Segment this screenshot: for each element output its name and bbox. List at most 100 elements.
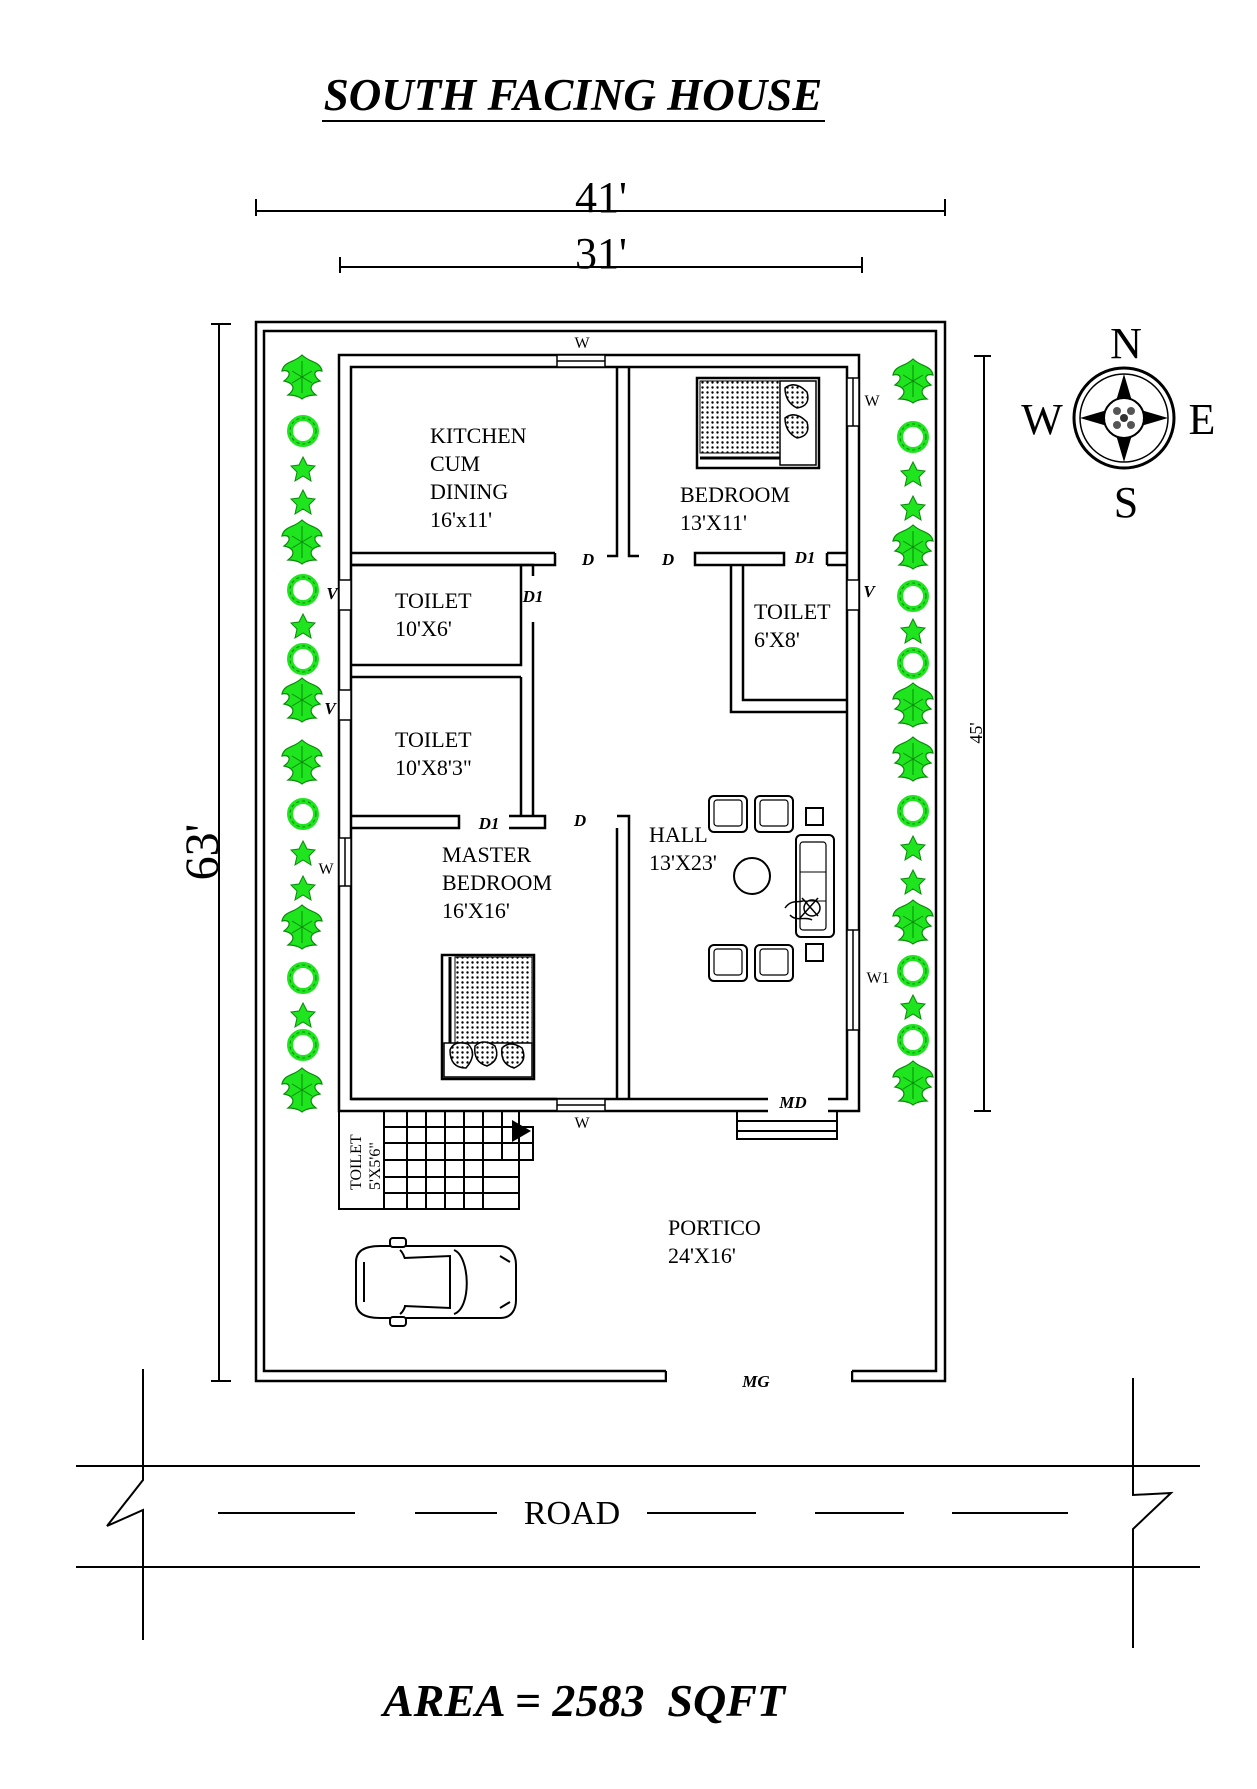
plant-icon: [281, 739, 323, 785]
toilet1-size: 10'X6': [395, 616, 452, 641]
toilet3-label: TOILET: [754, 599, 831, 624]
plant-icon: [892, 524, 934, 570]
master-size: 16'X16': [442, 898, 510, 923]
kitchen-label-1: KITCHEN: [430, 423, 527, 448]
plot-width-dimension: 41': [255, 173, 946, 222]
side-table-icon: [805, 807, 824, 826]
toilet3-vent-label: V: [863, 582, 876, 601]
bedroom-window-label: W: [864, 393, 880, 410]
building-length-label: 45': [966, 722, 986, 743]
road-label: ROAD: [524, 1495, 620, 1532]
toilet3-ventilator: [846, 579, 860, 611]
plant-icon: [290, 489, 316, 515]
plant-icon: [290, 646, 316, 672]
compass-west: W: [1021, 395, 1063, 444]
armchair-icon: [708, 944, 748, 982]
toilet2-size: 10'X8'3": [395, 755, 472, 780]
master-south-window-label: W: [574, 1115, 590, 1132]
plant-icon: [900, 424, 926, 450]
main-gate-opening[interactable]: [667, 1368, 851, 1384]
portico-size: 24'X16': [668, 1243, 736, 1268]
toilet1-ventilator: [338, 579, 352, 611]
compass-north: N: [1110, 319, 1142, 368]
plant-icon: [892, 358, 934, 404]
kitchen-window-label: W: [574, 335, 590, 352]
plant-icon: [900, 1027, 926, 1053]
master-bed-icon: [440, 953, 536, 1081]
plot-length-label: 63': [176, 824, 229, 881]
right-plants: [892, 358, 934, 1106]
compass-east: E: [1189, 395, 1216, 444]
plant-icon: [900, 583, 926, 609]
area-label: AREA = 2583 SQFT: [380, 1675, 787, 1726]
plant-icon: [290, 875, 316, 901]
bedroom-bed-icon: [695, 376, 821, 470]
plant-icon: [892, 682, 934, 728]
hall-label: HALL: [649, 822, 708, 847]
hall-window-label: W1: [866, 970, 889, 987]
plant-icon: [281, 677, 323, 723]
side-table-icon: [805, 943, 824, 962]
plot-length-dimension: 63': [176, 323, 231, 1382]
car-icon: [355, 1237, 517, 1327]
plant-icon: [900, 835, 926, 861]
coffee-table-icon: [733, 857, 771, 895]
kitchen-door-label: D: [581, 550, 594, 569]
plot-boundary: [254, 320, 947, 1383]
plant-icon: [900, 798, 926, 824]
kitchen-label-2: CUM: [430, 451, 480, 476]
toilet3-size: 6'X8': [754, 627, 800, 652]
bedroom-size: 13'X11': [680, 510, 747, 535]
master-door-label: D: [573, 811, 586, 830]
plant-icon: [281, 519, 323, 565]
armchair-icon: [754, 795, 794, 833]
main-door-label: MD: [778, 1093, 806, 1112]
compass-south: S: [1114, 478, 1138, 527]
hall-furniture: [708, 795, 835, 982]
main-gate-label: MG: [741, 1372, 770, 1391]
plant-icon: [900, 958, 926, 984]
plant-icon: [281, 904, 323, 950]
building-length-dimension: 45': [966, 355, 991, 1112]
plant-icon: [290, 577, 316, 603]
plant-icon: [900, 650, 926, 676]
plant-icon: [290, 1032, 316, 1058]
toilet3-door-label: D1: [794, 548, 816, 567]
sofa-icon: [795, 834, 835, 938]
staircase-block: [338, 1110, 534, 1210]
plant-icon: [892, 736, 934, 782]
building-width-label: 31': [575, 229, 627, 278]
portico-label: PORTICO: [668, 1215, 761, 1240]
main-door-opening[interactable]: [768, 1096, 828, 1114]
plant-icon: [900, 461, 926, 487]
toilet2-vent-label: V: [324, 699, 337, 718]
bedroom-label: BEDROOM: [680, 482, 790, 507]
road: [76, 1369, 1200, 1648]
plant-icon: [290, 456, 316, 482]
master-window-label: W: [318, 861, 334, 878]
compass-outer-ring: [1072, 366, 1176, 470]
plant-icon: [892, 899, 934, 945]
bedroom-door-label: D: [661, 550, 674, 569]
toilet2-label: TOILET: [395, 727, 472, 752]
plant-icon: [892, 1060, 934, 1106]
toilet4-size: 5'X5'6": [367, 1142, 384, 1190]
toilet2-door-label: D1: [478, 814, 500, 833]
plant-icon: [900, 994, 926, 1020]
plant-icon: [290, 801, 316, 827]
plant-icon: [290, 1002, 316, 1028]
plant-icon: [900, 495, 926, 521]
plant-icon: [290, 418, 316, 444]
plant-icon: [281, 1067, 323, 1113]
kitchen-label-3: DINING: [430, 479, 508, 504]
windows: [338, 354, 860, 1112]
main-door-steps[interactable]: [736, 1110, 838, 1140]
toilet2-ventilator: [338, 689, 352, 721]
toilet1-vent-label: V: [326, 584, 339, 603]
left-plants: [281, 354, 323, 1113]
kitchen-size: 16'x11': [430, 507, 492, 532]
plant-icon: [281, 354, 323, 400]
toilet4-label: TOILET: [348, 1134, 365, 1190]
armchair-icon: [754, 944, 794, 982]
plot-width-label: 41': [575, 173, 627, 222]
